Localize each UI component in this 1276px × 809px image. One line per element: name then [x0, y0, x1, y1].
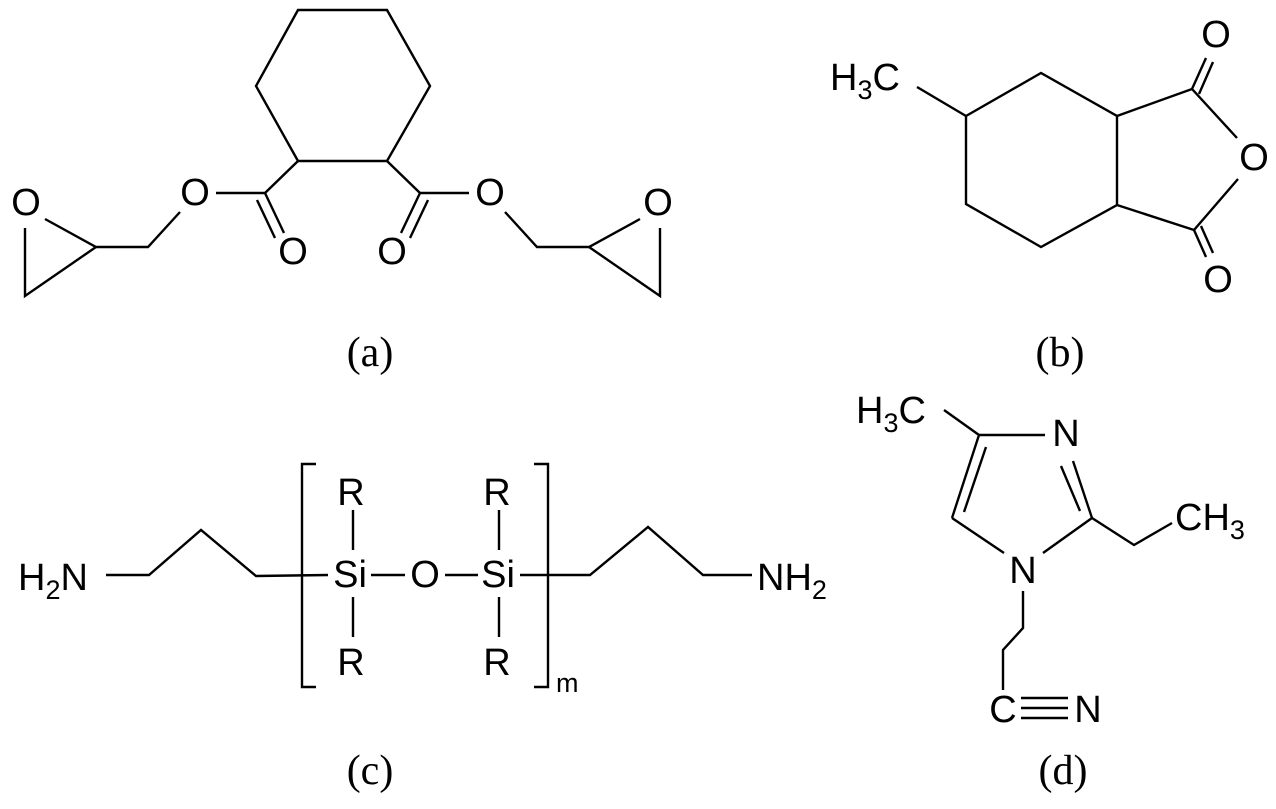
r-group-label: R: [337, 472, 364, 514]
cyclohexane-ring: [964, 71, 1119, 249]
atom-label: N: [1052, 413, 1079, 455]
atom-label: N: [1074, 689, 1101, 731]
atom-label: O: [1203, 259, 1233, 301]
r-group-label: R: [483, 472, 510, 514]
r-group-label: R: [337, 642, 364, 684]
si-label: Si: [333, 554, 367, 596]
atom-label: O: [410, 554, 440, 596]
atom-label: O: [1201, 14, 1231, 56]
atom-label: C: [989, 689, 1016, 731]
caption-c: (c): [347, 748, 394, 794]
atom-label: O: [643, 182, 673, 224]
amine-right-label: NH2: [757, 557, 827, 605]
atom-label: O: [180, 172, 210, 214]
structure-c: H2N Si O Si R R R R m NH2 (c): [18, 462, 827, 794]
structure-d: H3C N N CH3 C N (d): [856, 390, 1245, 794]
atom-label: O: [1239, 137, 1269, 179]
left-bracket: [300, 462, 316, 689]
right-ester-chain: [386, 160, 662, 299]
atom-label: O: [377, 231, 407, 273]
cyclohexane-ring: [254, 8, 432, 163]
methyl-label: H3C: [856, 390, 926, 438]
left-ester-chain: [23, 160, 299, 299]
structure-b: H3C O O O (b): [830, 14, 1269, 376]
structure-a: O O O O O O (a): [11, 8, 673, 376]
caption-b: (b): [1036, 330, 1085, 376]
caption-a: (a): [347, 330, 394, 376]
r-group-label: R: [483, 642, 510, 684]
caption-d: (d): [1039, 748, 1088, 794]
atom-label: N: [1009, 550, 1036, 592]
right-bracket: [534, 462, 550, 689]
methyl-label: H3C: [830, 57, 900, 105]
ethyl-ch3-label: CH3: [1175, 497, 1245, 545]
si-label: Si: [481, 554, 515, 596]
atom-label: O: [475, 172, 505, 214]
repeat-subscript: m: [556, 668, 579, 698]
atom-label: O: [11, 182, 41, 224]
atom-label: O: [278, 231, 308, 273]
amine-left-label: H2N: [18, 557, 88, 605]
